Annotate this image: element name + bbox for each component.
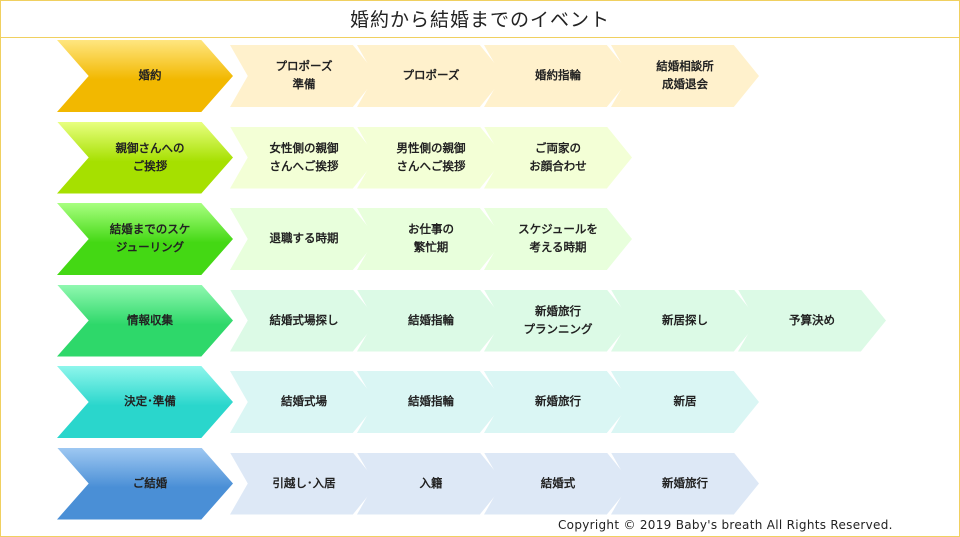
stage-step: 女性側の親御 さんへご挨拶 xyxy=(230,126,378,189)
stage-step-label: 新居 xyxy=(673,394,697,409)
stage-step: 入籍 xyxy=(357,452,505,515)
stage-step-label: 女性側の親御 さんへご挨拶 xyxy=(269,140,339,173)
stage-step-label: 新婚旅行 xyxy=(662,475,708,490)
stage-step: プロポーズ xyxy=(357,45,505,107)
stage-step-label: 入籍 xyxy=(419,475,443,490)
stage-step-label: 結婚相談所 成婚退会 xyxy=(656,59,714,91)
title-bar: 婚約から結婚までのイベント xyxy=(0,0,960,38)
stage-step-label: 新婚旅行 xyxy=(535,394,581,409)
stage-step: 新居 xyxy=(611,371,759,433)
stage-step-label: 結婚指輪 xyxy=(408,394,454,409)
stage-step-label: スケジュールを 考える時期 xyxy=(518,222,598,254)
stage-step: ご両家の お顔合わせ xyxy=(484,126,632,189)
stage-step: スケジュールを 考える時期 xyxy=(484,208,632,270)
stage-step: 結婚式 xyxy=(484,452,632,515)
stage-step-label: 婚約指輪 xyxy=(535,68,581,83)
stage-heading-label: 婚約 xyxy=(138,68,162,83)
stage-step: 婚約指輪 xyxy=(484,45,632,107)
stage-step: 結婚式場 xyxy=(230,371,378,433)
stage-step: 結婚指輪 xyxy=(357,289,505,352)
stage-step-label: 結婚式 xyxy=(540,475,576,490)
stage-step: お仕事の 繁忙期 xyxy=(357,208,505,270)
stage-step-label: お仕事の 繁忙期 xyxy=(408,222,454,254)
stage-step: 結婚式場探し xyxy=(230,289,378,352)
stage-step-label: ご両家の お顔合わせ xyxy=(529,140,587,173)
stage-heading-label: ご結婚 xyxy=(132,475,168,490)
stage-step: 新婚旅行 xyxy=(484,371,632,433)
stage-step-label: 予算決め xyxy=(789,312,835,327)
stage-step: 新婚旅行 xyxy=(611,452,759,515)
stage-step: 予算決め xyxy=(738,289,886,352)
stage-step-label: 結婚式場 xyxy=(281,394,327,409)
stage-heading-label: 結婚までのスケ ジューリング xyxy=(109,222,191,254)
stage-step: 男性側の親御 さんへご挨拶 xyxy=(357,126,505,189)
stage-step: 結婚相談所 成婚退会 xyxy=(611,45,759,107)
stage-step-label: プロポーズ 準備 xyxy=(275,59,333,91)
stage-step-label: 結婚指輪 xyxy=(408,312,454,327)
stage-heading-label: 決定･準備 xyxy=(124,394,176,409)
stage-step: 退職する時期 xyxy=(230,208,378,270)
stage-step: 新居探し xyxy=(611,289,759,352)
stage-heading-label: 親御さんへの ご挨拶 xyxy=(115,140,185,173)
copyright-text: Copyright © 2019 Baby's breath All Right… xyxy=(558,518,893,532)
page-title: 婚約から結婚までのイベント xyxy=(349,9,610,31)
stage-step-label: 引越し･入居 xyxy=(272,475,336,490)
stage-step-label: 新居探し xyxy=(662,312,708,327)
stage-step: 結婚指輪 xyxy=(357,371,505,433)
stage-step: 引越し･入居 xyxy=(230,452,378,515)
stage-step-label: 結婚式場探し xyxy=(269,312,339,327)
stage-step-label: 退職する時期 xyxy=(269,231,339,246)
stage-step-label: 男性側の親御 さんへご挨拶 xyxy=(396,140,466,173)
stage-step: 新婚旅行 プランニング xyxy=(484,289,632,352)
stage-step-label: 新婚旅行 プランニング xyxy=(523,303,593,336)
stage-step: プロポーズ 準備 xyxy=(230,45,378,107)
stage-heading-label: 情報収集 xyxy=(127,312,173,327)
stage-step-label: プロポーズ xyxy=(402,68,460,83)
